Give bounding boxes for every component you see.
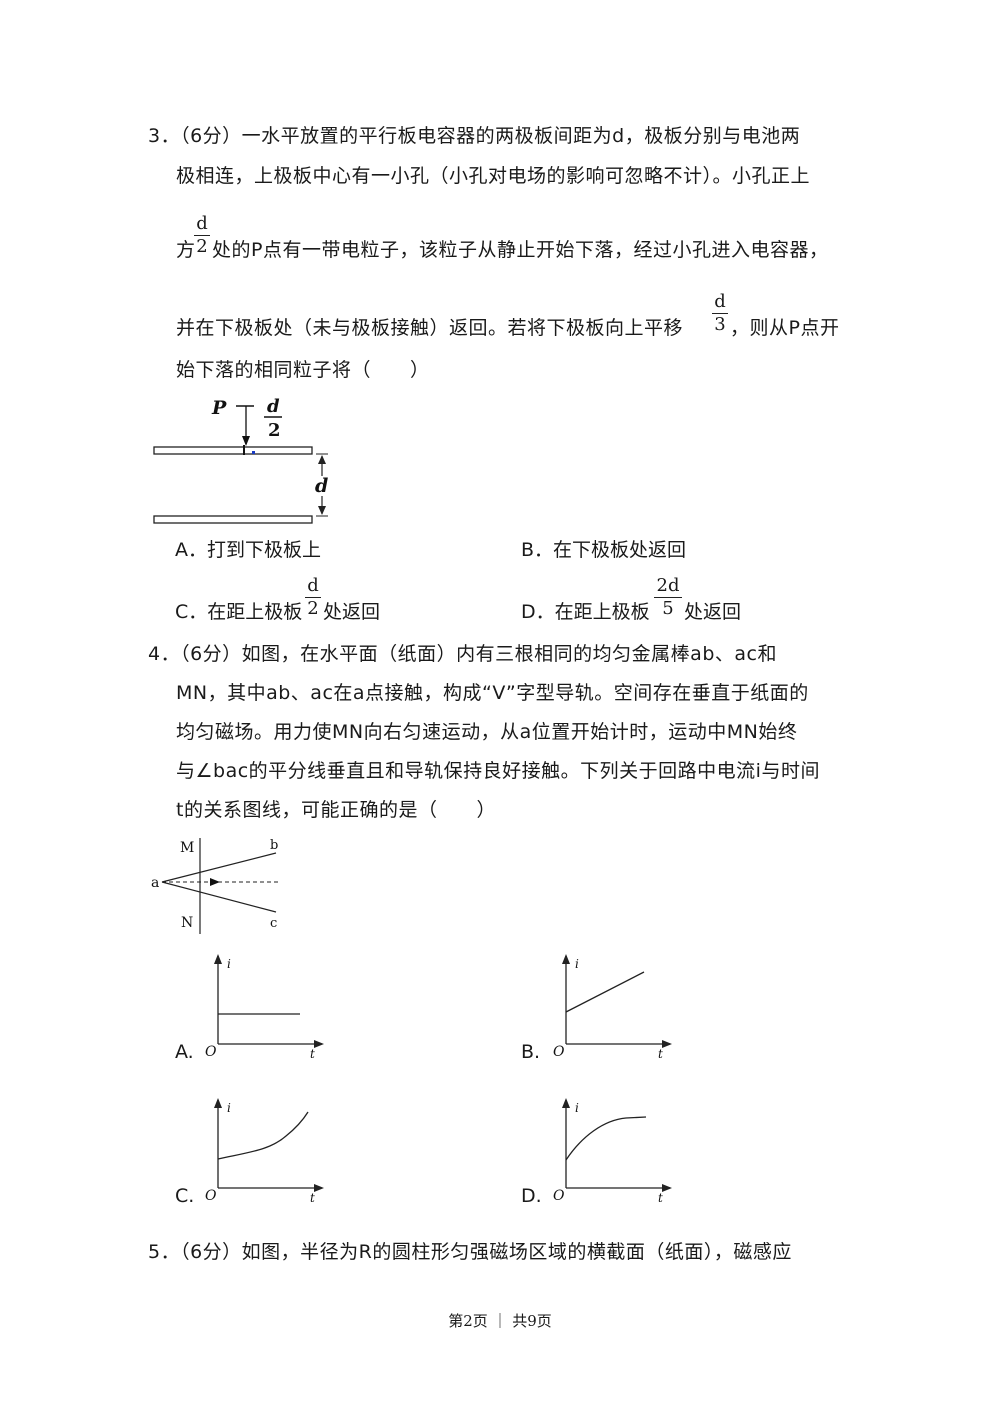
q4-number: 4． xyxy=(148,643,181,665)
q3-option-d-post: 处返回 xyxy=(684,601,742,623)
graph-b-x-label: t xyxy=(658,1047,663,1061)
q4-option-c[interactable]: C. xyxy=(175,1185,195,1207)
graph-b[interactable]: i t O xyxy=(548,952,688,1062)
label-d: d xyxy=(315,475,328,497)
lower-plate xyxy=(153,515,313,524)
page-footer: 第2页 ｜ 共9页 xyxy=(448,1312,552,1330)
graph-c[interactable]: i t O xyxy=(200,1096,340,1206)
graph-c-y-label: i xyxy=(227,1101,231,1115)
graph-c-x-label: t xyxy=(310,1191,315,1205)
q3-line-5: 始下落的相同粒子将（ ） xyxy=(176,359,430,381)
graph-d-x-label: t xyxy=(658,1191,663,1205)
graph-d-y-label: i xyxy=(575,1101,579,1115)
graph-a-y-label: i xyxy=(227,957,231,971)
q3-option-a[interactable]: A．打到下极板上 xyxy=(175,539,321,561)
q3-option-b[interactable]: B．在下极板处返回 xyxy=(521,539,687,561)
q3-line-4: 并在下极板处（未与极板接触）返回。若将下极板向上平移 xyxy=(176,317,684,339)
capacitor-figure: P d 2 d xyxy=(153,396,328,524)
q4-line-5: t的关系图线，可能正确的是（ ） xyxy=(176,799,496,821)
label-c: c xyxy=(270,916,277,931)
graph-a[interactable]: i t O xyxy=(200,952,340,1062)
graph-b-origin: O xyxy=(553,1044,565,1060)
graph-a-origin: O xyxy=(205,1044,217,1060)
q3-line-2: 极相连，上极板中心有一小孔（小孔对电场的影响可忽略不计）。小孔正上 xyxy=(176,165,811,187)
label-d-over-2-num: d xyxy=(267,396,280,417)
q4-line-4: 与∠bac的平分线垂直且和导轨保持良好接触。下列关于回路中电流i与时间 xyxy=(176,760,820,782)
q3-number: 3． xyxy=(148,125,181,147)
label-m: M xyxy=(180,840,194,856)
graph-a-x-label: t xyxy=(310,1047,315,1061)
label-b: b xyxy=(270,838,278,853)
q4-option-d[interactable]: D. xyxy=(521,1185,542,1207)
q3-option-c-post: 处返回 xyxy=(323,601,381,623)
label-d-over-2-den: 2 xyxy=(268,420,281,441)
graph-d-curve xyxy=(565,1116,647,1161)
q5-number: 5． xyxy=(148,1241,181,1263)
q3-line-1: 3．（6分）一水平放置的平行板电容器的两极板间距为d，极板分别与电池两 xyxy=(148,125,801,147)
graph-b-curve xyxy=(565,971,645,1013)
graph-c-origin: O xyxy=(205,1188,217,1204)
q3-line-3: 处的P点有一带电粒子，该粒子从静止开始下落，经过小孔进入电容器， xyxy=(212,239,829,261)
graph-d[interactable]: i t O xyxy=(548,1096,688,1206)
upper-plate xyxy=(153,446,313,455)
label-a: a xyxy=(151,875,159,891)
rail-ac xyxy=(161,881,277,913)
q3-option-d[interactable]: D．在距上极板 xyxy=(521,601,650,623)
label-n: N xyxy=(181,915,193,931)
graph-b-y-label: i xyxy=(575,957,579,971)
q4-line-3: 均匀磁场。用力使MN向右匀速运动，从a位置开始计时，运动中MN始终 xyxy=(176,721,798,743)
q5-line-1: 5．（6分）如图，半径为R的圆柱形匀强磁场区域的横截面（纸面），磁感应 xyxy=(148,1241,792,1263)
v-rail-figure: M N a b c xyxy=(151,838,280,934)
q4-line-2: MN，其中ab、ac在a点接触，构成“V”字型导轨。空间存在垂直于纸面的 xyxy=(176,682,809,704)
label-p: P xyxy=(211,397,227,419)
rail-ab xyxy=(161,852,277,883)
q4-option-a[interactable]: A. xyxy=(175,1041,194,1063)
q4-option-b[interactable]: B. xyxy=(521,1041,541,1063)
graph-c-curve xyxy=(217,1111,309,1160)
graph-d-origin: O xyxy=(553,1188,565,1204)
q4-line-1: 4．（6分）如图，在水平面（纸面）内有三根相同的均匀金属棒ab、ac和 xyxy=(148,643,777,665)
q3-option-c[interactable]: C．在距上极板 xyxy=(175,601,303,623)
q3-line-4-post: ，则从P点开 xyxy=(730,317,840,339)
q3-line-3-pre: 方 xyxy=(176,239,196,261)
